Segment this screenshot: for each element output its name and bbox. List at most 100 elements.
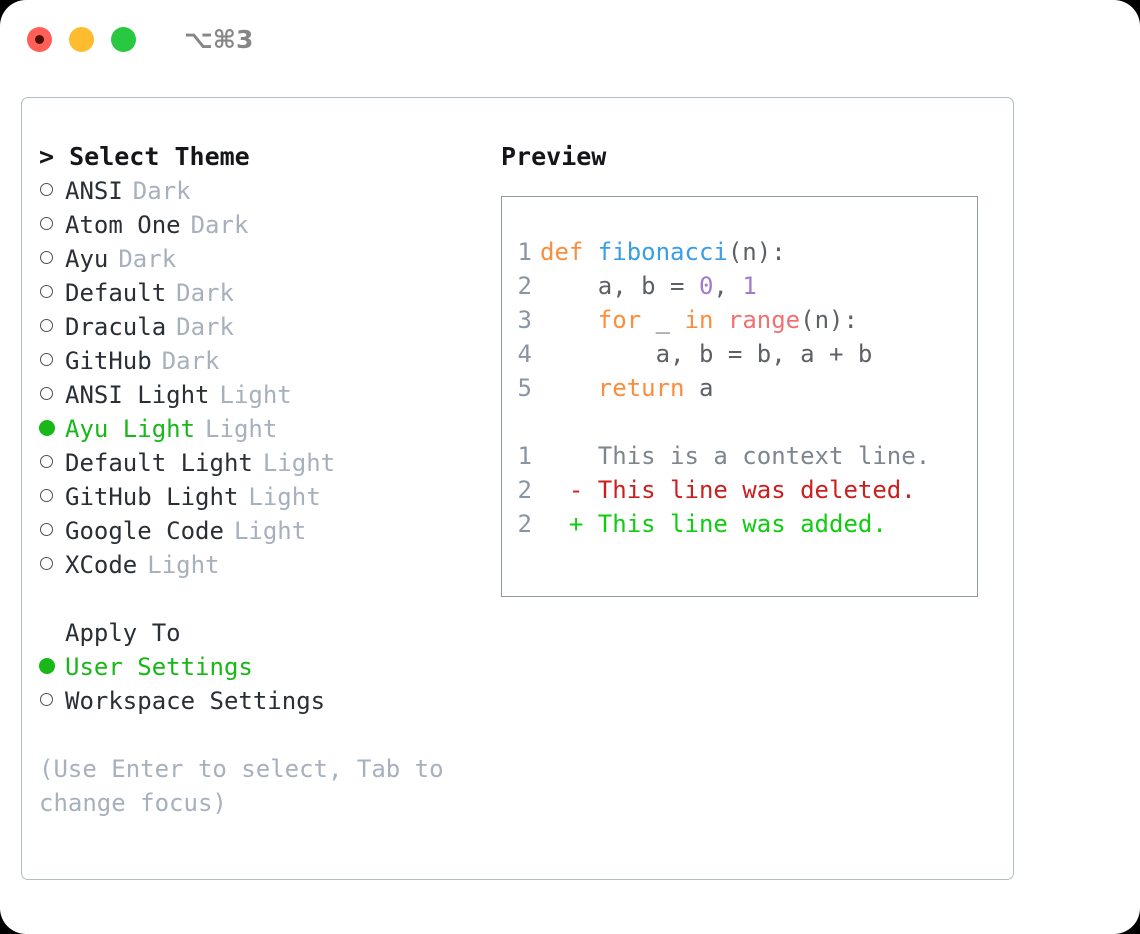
radio-ring [40, 557, 53, 570]
radio-ring [40, 183, 53, 196]
code-line: 3 for _ in range(n): [502, 303, 977, 337]
theme-variant-tag: Light [262, 449, 336, 477]
theme-option-github[interactable]: GitHub Dark [39, 344, 492, 378]
theme-option-label: Default [65, 279, 167, 307]
theme-option-ansi-light[interactable]: ANSI Light Light [39, 378, 492, 412]
code-diff-spacer [502, 405, 977, 439]
radio-ring [40, 455, 53, 468]
code-token: (n): [727, 238, 786, 266]
apply-to-heading: Apply To [65, 619, 181, 647]
radio-ring [40, 319, 53, 332]
theme-option-label: GitHub [65, 347, 152, 375]
radio-dot [39, 420, 55, 436]
diff-text: This line was added. [583, 510, 887, 538]
line-number: 2 [517, 476, 532, 504]
code-token [540, 374, 598, 402]
radio-ring [40, 523, 53, 536]
diff-sign [540, 442, 583, 470]
code-token: 1 [742, 272, 757, 300]
diff-line: 1 This is a context line. [502, 439, 977, 473]
theme-variant-tag: Light [219, 381, 292, 409]
apply-to-option-label: Workspace Settings [65, 687, 326, 715]
diff-sign: + [540, 510, 584, 538]
theme-option-dracula[interactable]: Dracula Dark [39, 310, 492, 344]
radio-ring [40, 353, 53, 366]
theme-option-label: XCode [65, 551, 138, 579]
line-number: 1 [517, 442, 532, 470]
theme-option-ansi[interactable]: ANSI Dark [39, 174, 492, 208]
radio-ring [40, 217, 53, 230]
theme-option-ayu-light[interactable]: Ayu Light Light [39, 412, 492, 446]
theme-option-label: ANSI Light [65, 381, 210, 409]
code-token: a [684, 374, 714, 402]
close-window-button[interactable] [27, 26, 52, 52]
theme-option-label: Default Light [65, 449, 253, 477]
theme-option-label: Atom One [65, 211, 181, 239]
diff-sign: - [540, 476, 584, 504]
theme-option-ayu[interactable]: Ayu Dark [39, 242, 492, 276]
theme-option-xcode[interactable]: XCode Light [39, 548, 492, 582]
code-token: return [597, 374, 685, 402]
theme-variant-tag: Dark [176, 313, 234, 341]
code-token: (n): [800, 306, 858, 334]
keyboard-hint-text: (Use Enter to select, Tab to change focu… [39, 755, 459, 817]
line-number: 5 [517, 374, 532, 402]
theme-option-label: Dracula [65, 313, 167, 341]
radio-dot [39, 658, 55, 674]
radio-ring [40, 285, 53, 298]
traffic-lights [27, 26, 136, 52]
code-token: in [684, 306, 714, 334]
diff-line: 2 - This line was deleted. [502, 473, 977, 507]
theme-option-label: Google Code [65, 517, 224, 545]
theme-variant-tag: Light [147, 551, 220, 579]
theme-option-github-light[interactable]: GitHub Light Light [39, 480, 492, 514]
theme-option-default-light[interactable]: Default Light Light [39, 446, 492, 480]
code-token: for [597, 306, 642, 334]
theme-option-label: ANSI [65, 177, 123, 205]
theme-variant-tag: Light [205, 415, 278, 443]
theme-variant-tag: Dark [161, 347, 220, 375]
code-token: 0 [698, 272, 714, 300]
section-spacer [39, 582, 492, 616]
radio-ring [40, 693, 53, 706]
theme-variant-tag: Light [233, 517, 307, 545]
code-token: range [727, 306, 801, 334]
diff-text: This is a context line. [583, 442, 931, 470]
code-token: , [713, 272, 743, 300]
theme-variant-tag: Dark [132, 177, 191, 205]
apply-to-option-workspace-settings[interactable]: Workspace Settings [39, 684, 492, 718]
code-line: 2 a, b = 0, 1 [502, 269, 977, 303]
minimize-window-button[interactable] [69, 26, 94, 52]
theme-option-label: GitHub Light [65, 483, 239, 511]
theme-option-google-code[interactable]: Google Code Light [39, 514, 492, 548]
preview-heading: Preview [501, 142, 607, 171]
line-number: 1 [517, 238, 532, 266]
theme-option-label: Ayu [65, 245, 109, 273]
line-number: 2 [517, 510, 532, 538]
diff-preview: 1 This is a context line.2 - This line w… [502, 439, 977, 541]
code-token: _ [641, 306, 685, 334]
theme-variant-tag: Dark [118, 245, 177, 273]
title-bar: ⌥⌘3 [0, 0, 1140, 78]
theme-option-atom-one[interactable]: Atom One Dark [39, 208, 492, 242]
apply-to-option-user-settings[interactable]: User Settings [39, 650, 492, 684]
select-theme-heading: > Select Theme [39, 142, 250, 171]
theme-variant-tag: Dark [190, 211, 249, 239]
theme-option-label: Ayu Light [65, 415, 196, 443]
theme-variant-tag: Light [248, 483, 321, 511]
code-token [540, 306, 598, 334]
apply-to-option-label: User Settings [65, 653, 253, 681]
code-token: a, b = b, a + b [540, 340, 873, 368]
maximize-window-button[interactable] [111, 26, 136, 52]
diff-line: 2 + This line was added. [502, 507, 977, 541]
line-number: 4 [517, 340, 532, 368]
